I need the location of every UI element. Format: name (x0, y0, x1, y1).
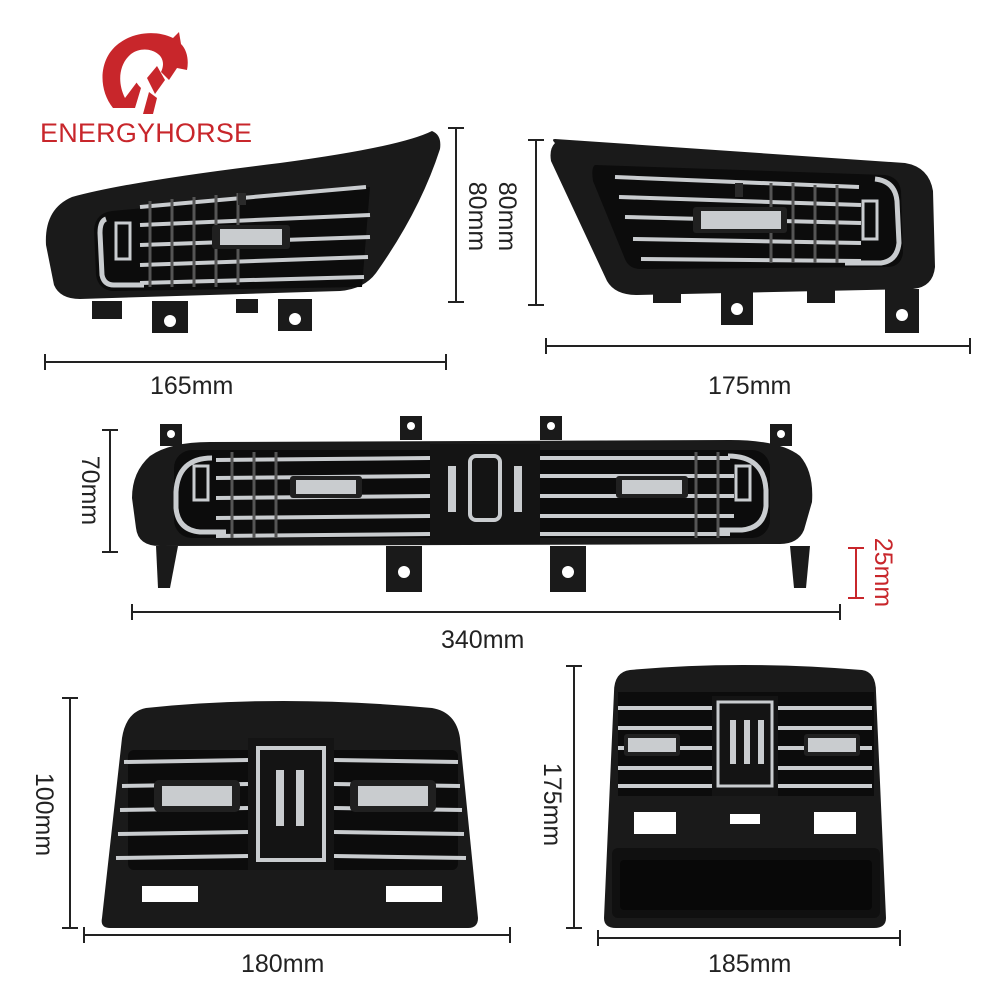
dimension-label-width: 175mm (708, 372, 792, 400)
dimension-label-height: 175mm (538, 762, 567, 847)
dimension-label-width: 340mm (441, 626, 525, 654)
dimension-label-width: 180mm (241, 950, 325, 978)
dimension-label-width: 165mm (150, 372, 234, 400)
dimension-label-height: 80mm (463, 181, 492, 252)
rear-console-vent-with-tray (604, 665, 886, 928)
dimension-label-height: 100mm (30, 772, 59, 857)
dimension-label-depth: 25mm (869, 537, 898, 608)
dimension-label-width: 185mm (708, 950, 792, 978)
center-dash-vent (132, 416, 813, 592)
front-right-vent (550, 139, 935, 333)
rear-console-vent (101, 701, 479, 928)
dimension-label-height: 70mm (76, 455, 105, 526)
front-left-vent (45, 131, 441, 333)
brand-name: ENERGYHORSE (40, 118, 253, 148)
horse-head-icon (102, 32, 188, 114)
dimension-label-height: 80mm (493, 181, 522, 252)
